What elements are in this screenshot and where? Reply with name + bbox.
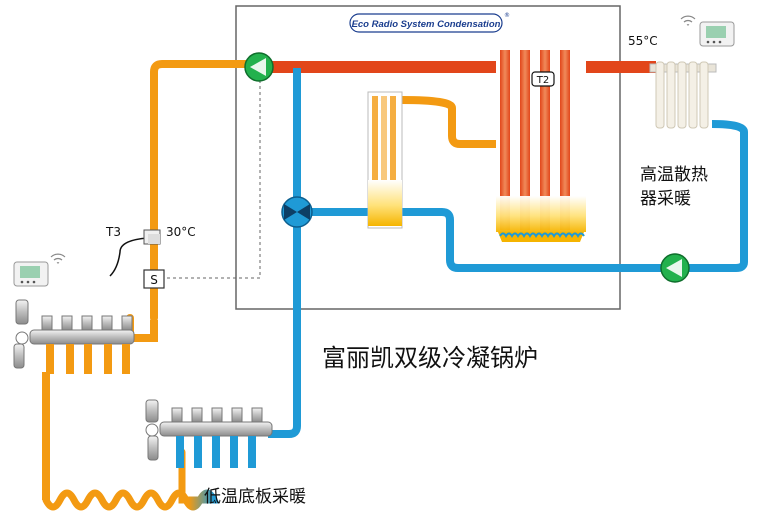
wifi-icon xyxy=(50,253,66,264)
floor-heating-coil xyxy=(42,448,220,511)
upper-manifold-icon xyxy=(13,299,135,374)
floor-heating-label: 低温底板采暖 xyxy=(204,487,306,507)
three-way-valve-icon xyxy=(281,196,313,228)
radiator-heating-label-line2: 器采暖 xyxy=(640,189,691,209)
wifi-icon xyxy=(680,15,696,26)
radiator-icon xyxy=(649,61,717,129)
radiator-return-pipe xyxy=(402,120,748,272)
t2-sensor-badge xyxy=(531,71,555,87)
temperature-sensor-icon xyxy=(109,229,161,277)
registered-mark: ® xyxy=(504,12,510,19)
lower-manifold-icon xyxy=(145,399,273,468)
condensing-stage xyxy=(367,91,403,229)
floor-supply-pipe xyxy=(126,60,252,342)
t2-label: T2 xyxy=(536,75,549,86)
radiator-heating-label-line1: 高温散热 xyxy=(640,165,708,185)
internal-warm-pipe xyxy=(401,96,496,148)
s-sensor-box xyxy=(143,269,165,289)
control-signal-line xyxy=(164,80,261,279)
floor-thermostat-icon xyxy=(13,253,66,287)
brand-logo: Eco Radio System Condensation ® xyxy=(349,12,510,33)
floor-return-pipe xyxy=(268,68,301,438)
manifold-link-pipe xyxy=(132,320,158,342)
brand-logo-text: Eco Radio System Condensation xyxy=(352,19,501,30)
t3-temperature: 30°C xyxy=(166,225,196,239)
t3-label: T3 xyxy=(105,225,121,239)
boiler-title: 富丽凯双级冷凝锅炉 xyxy=(322,344,538,372)
radiator-thermostat-icon xyxy=(680,15,735,47)
s-label: S xyxy=(150,273,158,287)
radiator-pump-icon xyxy=(660,253,690,283)
boiler-pump-icon xyxy=(244,52,274,82)
heat-exchanger: T2 xyxy=(496,48,586,242)
radiator-supply-temperature: 55°C xyxy=(628,34,658,48)
